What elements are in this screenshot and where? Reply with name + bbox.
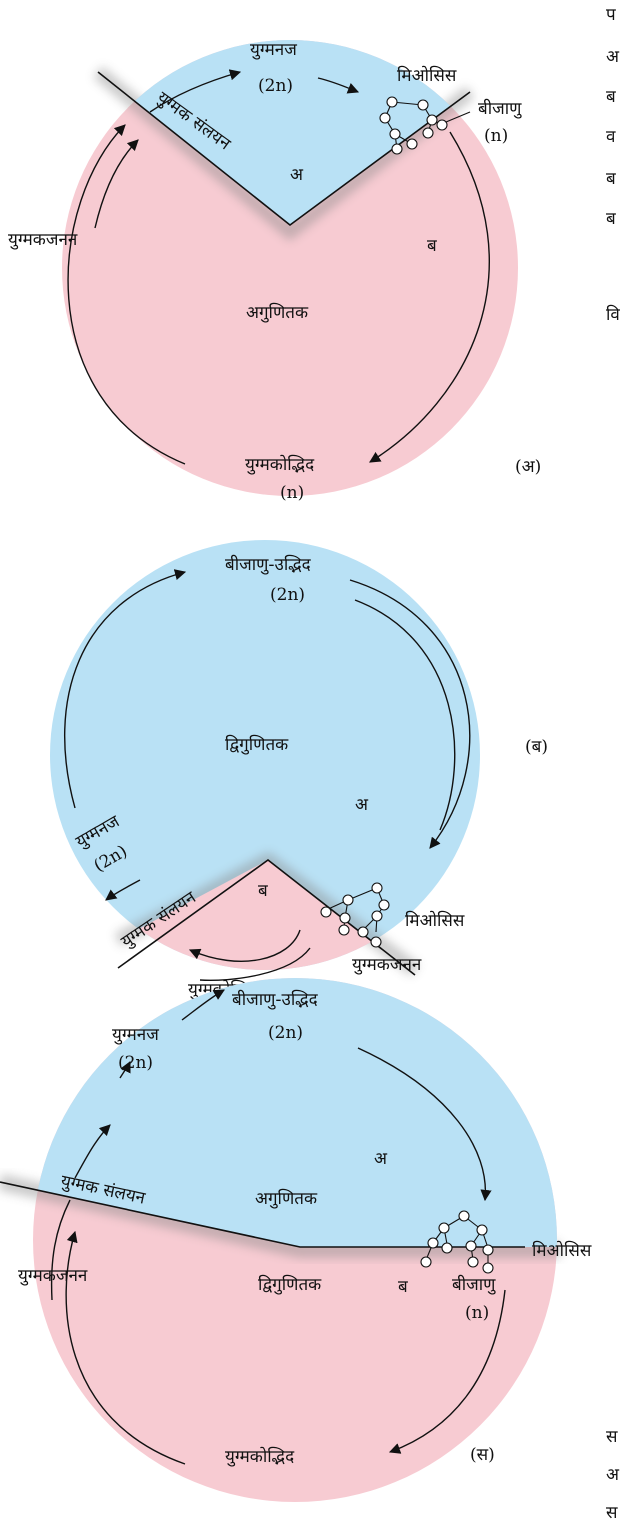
margin-fragment: स [606,1427,618,1447]
diagram-c-region-b: ब [398,1277,408,1297]
diagram-a-region-b: ब [427,236,437,256]
diagram-c-zygote-label: युग्मनज [112,1025,159,1045]
diagram-a-arrow-zygote-to-meiosis [317,77,360,94]
diagram-b-gametogenesis-label: युग्मकजनन [352,955,422,975]
diagram-c-arrow-fusion-to-zygote [74,1124,111,1179]
diagram-a-gametophyte-ploidy: (n) [280,483,304,503]
diagram-b-region-a: अ [355,795,369,815]
diagram-c-gametophyte-label: युग्मकोद्भिद [225,1446,295,1467]
diagram-c-spores-label: बीजाणु [452,1274,496,1295]
diagram-b-arrow-to-gametophyte [188,929,301,962]
diagram-c-meiosis-label: मिओसिस [532,1240,592,1261]
diagram-c-arrow-spores-to-gametophyte [388,1289,506,1454]
diagram-b-arrow-zygote-up [105,879,141,901]
diagram-b-sporophyte-label: बीजाणु-उद्भिद [225,554,312,575]
diagram-b-meiosis-tree-icon [320,882,390,948]
diagram-a-arrow-fusion-to-zygote [149,69,242,113]
diagram-a-panel-label: (अ) [515,457,541,477]
diagram-a-arrow-spores-to-gametophyte [369,131,490,463]
diagram-b-meiosis-label: मिओसिस [405,910,465,931]
diagram-a-haplontic-label: अगुणितक [246,302,309,323]
diagram-c-diplontic-label: द्विगुणितक [258,1274,322,1295]
margin-fragment: ब [606,209,616,229]
diagram-b-arrow-gametogenesis [199,947,311,982]
diagram-c-arrow-zygote-to-sporophyte [181,989,225,1021]
diagram-c-haplontic-label: अगुणितक [255,1188,318,1209]
margin-fragment: स [606,1503,618,1523]
diagram-c: युग्मनज (2n) बीजाणु-उद्भिद (2n) युग्मक स… [0,978,592,1502]
diagram-b-diploid-disc [50,540,480,970]
diagram-c-zygote-ploidy: (2n) [118,1053,153,1073]
diagram-c-arrow-gametogenesis [65,1230,186,1465]
diagram-c-gametogenesis-label: युग्मकजनन [18,1266,88,1286]
margin-text-fragments: प अ ब व ब ब वि स अ स [606,5,620,1523]
diagram-a-meiosis-label: मिओसिस [397,65,457,86]
diagram-c-panel-label: (स) [470,1445,495,1465]
margin-fragment: अ [606,1465,620,1485]
diagram-b-sporophyte-ploidy: (2n) [270,585,305,605]
diagram-c-arrow-gametogenesis-outer [50,1199,71,1301]
diagram-c-sporophyte-ploidy: (2n) [268,1023,303,1043]
diagram-a-gametogenesis-label: युग्मकजनन [8,230,78,250]
diagram-b-panel-label: (ब) [525,737,548,757]
diagram-a-spores-label: बीजाणु [478,98,522,119]
margin-fragment: ब [606,87,616,107]
diagram-a-meiosis-tree-icon [379,96,471,155]
diagram-b-arrow-outer-up [64,569,187,809]
diagram-a-gametophyte-label: युग्मकोद्भिद [245,454,315,475]
margin-fragment: अ [606,47,620,67]
diagram-c-spores-ploidy: (n) [465,1303,489,1323]
margin-fragment: व [606,127,616,147]
diagram-a-wedge-shadow [93,66,475,241]
diagram-b-region-b: ब [258,881,268,901]
diagram-a-cut-line [97,71,471,227]
diagram-a-haploid-disc [62,40,518,496]
diagram-a-zygote-ploidy: (2n) [258,76,293,96]
diagram-b-arrow-sporophyte-to-meiosis [349,579,471,849]
diagram-a-zygote-label: युग्मनज [250,40,297,60]
diagram-c-region-a: अ [374,1149,388,1169]
diagram-a-arrow-gametogenesis [67,124,186,465]
diagram-c-sporophyte-label: बीजाणु-उद्भिद [232,989,319,1010]
diagram-a: युग्मनज (2n) मिओसिस बीजाणु (n) युग्मक सं… [8,40,541,503]
diagram-b-diplontic-label: द्विगुणितक [225,734,289,755]
margin-fragment: ब [606,169,616,189]
diagram-a-arrow-gametogenesis-inner [94,139,139,229]
diagram-c-arrow-zygote-up [119,1060,131,1079]
diagram-c-arrow-sporophyte-to-meiosis [357,1047,492,1202]
diagram-b: बीजाणु-उद्भिद (2n) द्विगुणितक अ ब युग्मन… [50,540,548,1000]
diagram-b-arrow-sporophyte-inner [354,599,456,831]
margin-fragment: वि [606,304,620,325]
diagram-a-region-a: अ [290,165,304,185]
diagram-a-spores-ploidy: (n) [484,126,508,146]
diagram-c-meiosis-tree-icon [420,1210,494,1274]
margin-fragment: प [606,5,616,25]
